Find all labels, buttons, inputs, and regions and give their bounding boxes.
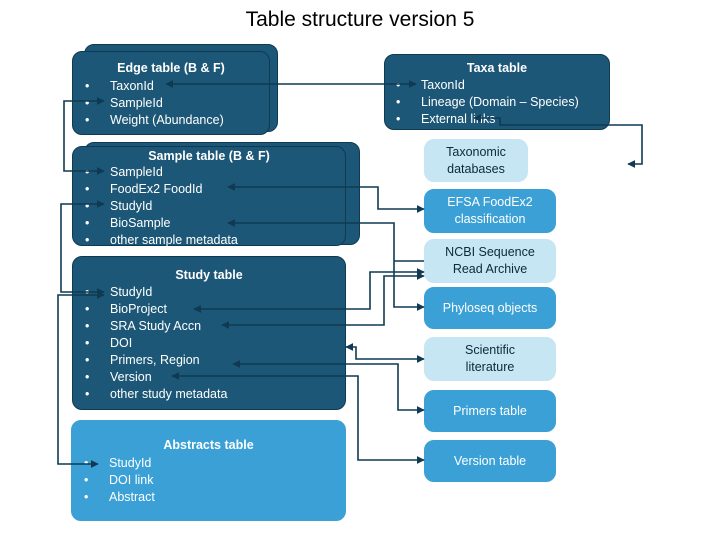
edge-field-weight: Weight (Abundance) <box>85 112 224 129</box>
study-field-bioproject: BioProject <box>85 301 227 318</box>
study-field-studyid: StudyId <box>85 284 227 301</box>
efsa-foodex2-box: EFSA FoodEx2 classification <box>424 189 556 233</box>
sample-field-sampleid: SampleId <box>85 164 238 181</box>
taxa-field-taxonid: TaxonId <box>396 77 579 94</box>
abstracts-table-header: Abstracts table <box>163 438 254 452</box>
link-doi-to-literature <box>345 343 425 363</box>
study-table-fields: StudyId BioProject SRA Study Accn DOI Pr… <box>85 284 227 403</box>
taxa-field-lineage: Lineage (Domain – Species) <box>396 94 579 111</box>
study-field-primers-region: Primers, Region <box>85 352 227 369</box>
study-field-version: Version <box>85 369 227 386</box>
sample-table: Sample table (B & F) SampleId FoodEx2 Fo… <box>72 146 346 249</box>
study-field-doi: DOI <box>85 335 227 352</box>
study-table-header: Study table <box>175 268 243 282</box>
primers-table-box: Primers table <box>424 390 556 432</box>
study-field-other-metadata: other study metadata <box>85 386 227 403</box>
ncbi-sra-box: NCBI Sequence Read Archive <box>424 239 556 283</box>
sample-field-studyid: StudyId <box>85 198 238 215</box>
abstracts-field-abstract: Abstract <box>84 489 155 506</box>
edge-table-header: Edge table (B & F) <box>117 61 225 75</box>
sample-table-header: Sample table (B & F) <box>148 149 270 163</box>
diagram-title: Table structure version 5 <box>245 8 475 31</box>
edge-table: Edge table (B & F) TaxonId SampleId Weig… <box>72 51 270 135</box>
taxa-table-header: Taxa table <box>466 61 528 75</box>
taxonomic-databases-box: Taxonomic databases <box>424 139 528 182</box>
sample-field-other-metadata: other sample metadata <box>85 232 238 249</box>
abstracts-field-doi-link: DOI link <box>84 472 155 489</box>
sample-field-foodex2: FoodEx2 FoodId <box>85 181 238 198</box>
abstracts-table-fields: StudyId DOI link Abstract <box>84 455 155 506</box>
phyloseq-objects-box: Phyloseq objects <box>424 287 556 329</box>
taxa-table: Taxa table TaxonId Lineage (Domain – Spe… <box>384 54 610 130</box>
sample-table-fields: SampleId FoodEx2 FoodId StudyId BioSampl… <box>85 164 238 249</box>
scientific-literature-box: Scientific literature <box>424 337 556 381</box>
sample-field-biosample: BioSample <box>85 215 238 232</box>
abstracts-table: Abstracts table StudyId DOI link Abstrac… <box>71 420 346 521</box>
edge-field-sampleid: SampleId <box>85 95 224 112</box>
taxa-field-external-links: External links <box>396 111 579 128</box>
study-field-sra-accn: SRA Study Accn <box>85 318 227 335</box>
taxa-table-fields: TaxonId Lineage (Domain – Species) Exter… <box>396 77 579 128</box>
study-table: Study table StudyId BioProject SRA Study… <box>72 256 346 410</box>
edge-table-fields: TaxonId SampleId Weight (Abundance) <box>85 78 224 129</box>
abstracts-field-studyid: StudyId <box>84 455 155 472</box>
version-table-box: Version table <box>424 440 556 482</box>
edge-field-taxonid: TaxonId <box>85 78 224 95</box>
